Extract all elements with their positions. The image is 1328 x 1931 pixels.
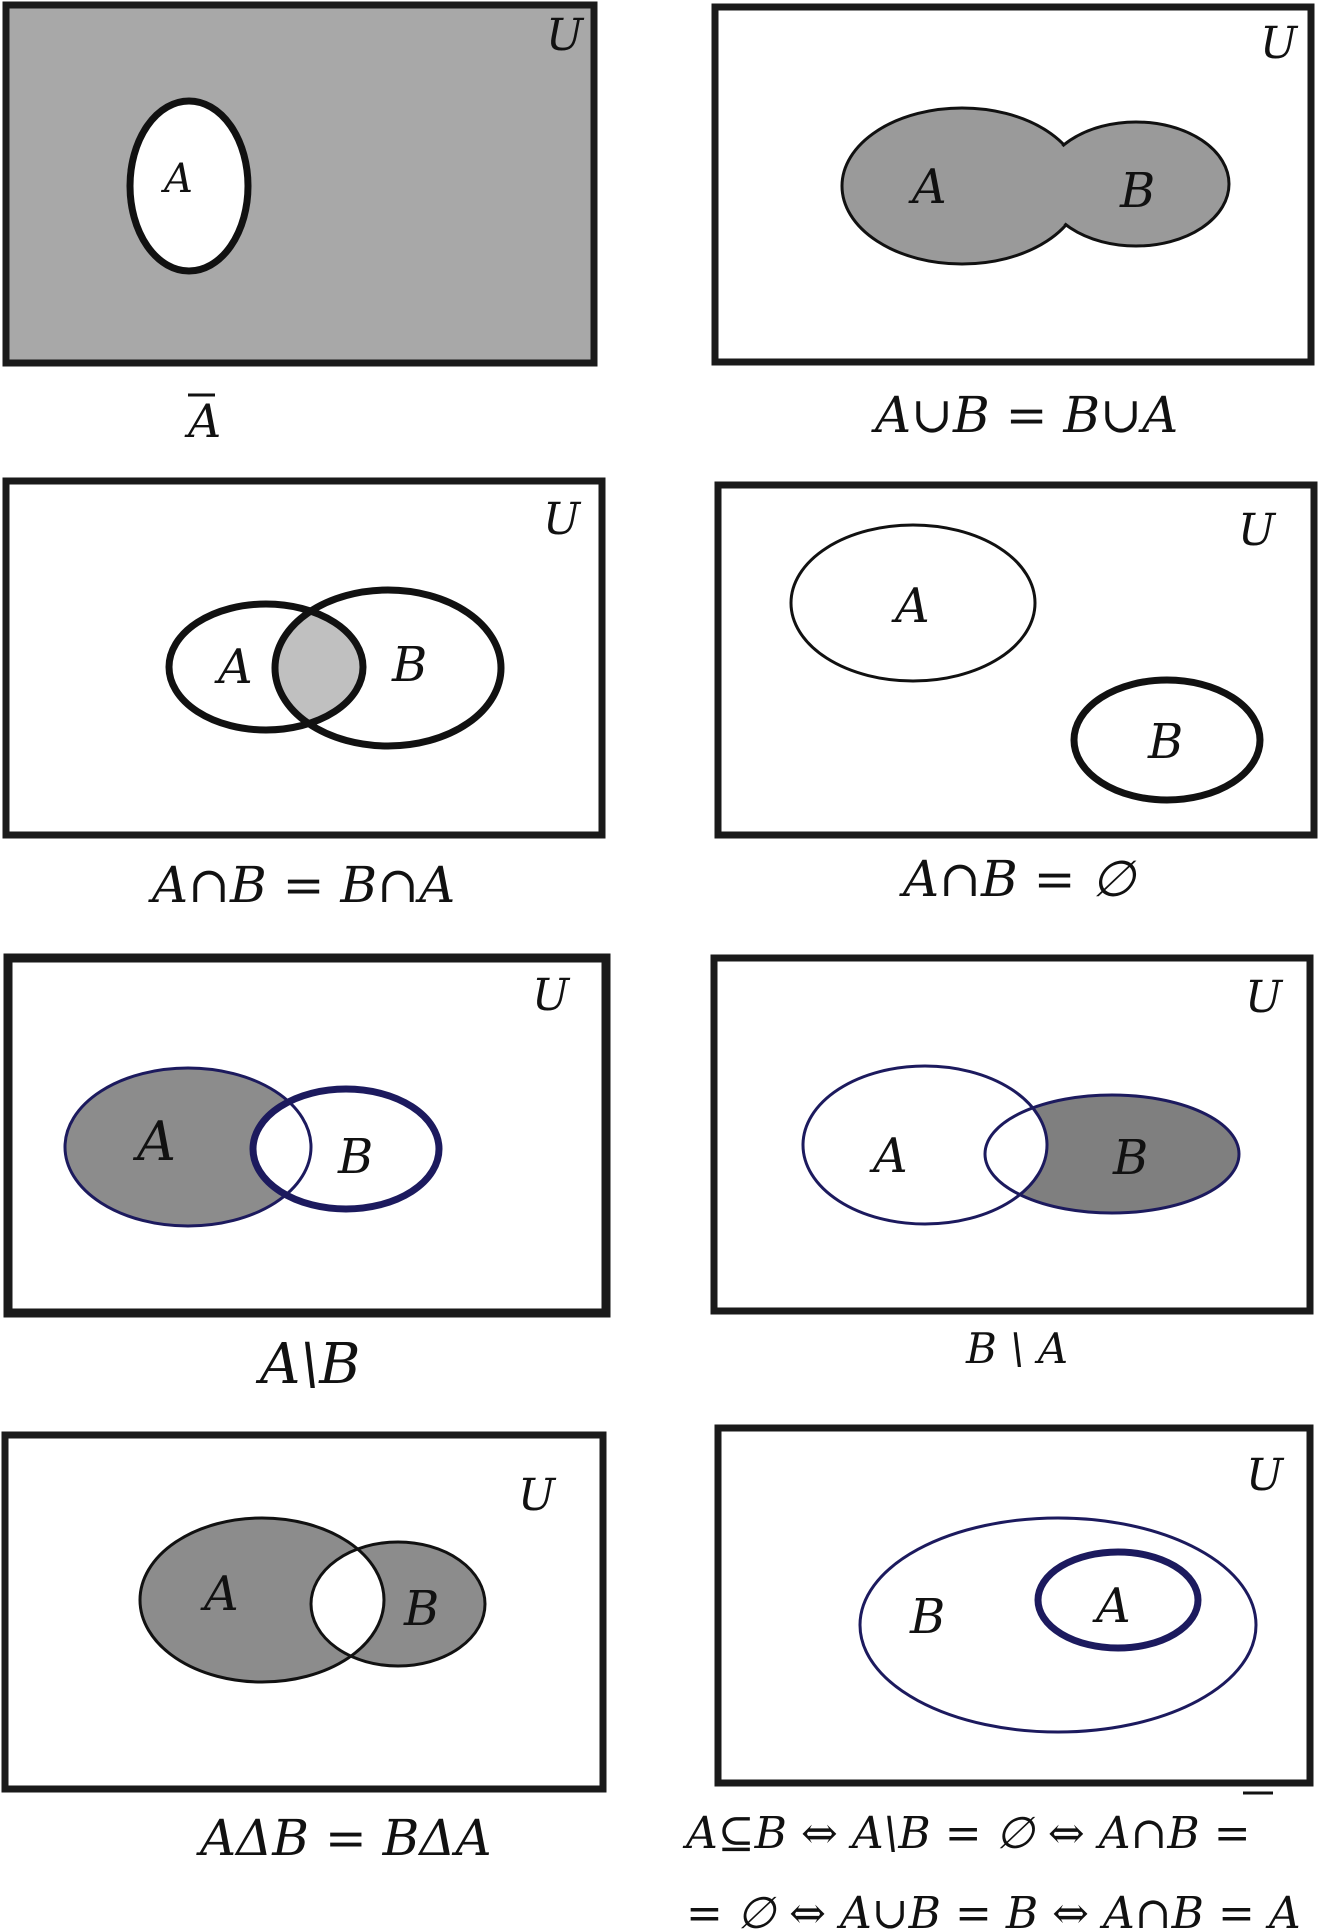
set-a-ellipse: [126, 97, 252, 275]
caption-disjoint: A∩B = ∅: [899, 850, 1137, 908]
universe-label: U: [532, 970, 571, 1021]
difference-fill: [985, 1095, 1239, 1213]
set-b-label: B: [1112, 1130, 1148, 1186]
set-b-ellipse: [983, 1093, 1241, 1215]
caption-subset-line1: A⊆B ⇔ A\B = ∅ ⇔ A∩B =: [682, 1808, 1251, 1859]
universe-rect: [2, 1, 598, 367]
caption-union: A∪B = B∪A: [871, 386, 1178, 444]
caption-intersection: A∩B = B∩A: [148, 856, 455, 914]
set-b-ellipse: [271, 586, 505, 750]
set-b-label: B: [403, 1581, 439, 1637]
universe-label: U: [1246, 1450, 1285, 1501]
panel-b-minus-a: U A B B \ A: [710, 954, 1314, 1373]
caption-symmetric-difference: AΔB = BΔA: [196, 1809, 492, 1867]
union-fill: [844, 110, 1080, 262]
set-b-label: B: [337, 1129, 373, 1185]
set-a-label: A: [214, 639, 253, 695]
panel-union: U A B A∪B = B∪A: [711, 3, 1315, 444]
set-a-ellipse: [1034, 1548, 1202, 1652]
caption-a-minus-b: A\B: [255, 1332, 360, 1397]
set-b-ellipse: [858, 1516, 1258, 1734]
set-b-ellipse: [309, 1540, 487, 1668]
symmetric-difference-fill: [140, 1517, 485, 1683]
set-a-label: A: [160, 156, 193, 202]
caption-subset-line2: = ∅ ⇔ A∪B = B ⇔ A∩B = A: [686, 1888, 1301, 1931]
caption-b-minus-a: B \ A: [965, 1324, 1068, 1373]
set-a-ellipse: [801, 1064, 1049, 1226]
universe-rect: [714, 1424, 1314, 1787]
set-b-label: B: [1147, 714, 1183, 770]
universe-label: U: [1245, 972, 1284, 1023]
difference-fill: [65, 1068, 311, 1226]
set-a-ellipse: [165, 600, 367, 734]
caption-complement: A: [184, 394, 221, 448]
set-b-label: B: [1119, 163, 1155, 219]
set-a-label: A: [200, 1566, 239, 1622]
set-a-label: A: [908, 159, 947, 215]
panel-intersection: U A B A∩B = B∩A: [2, 477, 606, 914]
universe-label: U: [1260, 18, 1299, 69]
set-a-label: A: [891, 578, 930, 634]
set-a-label: A: [1092, 1578, 1131, 1634]
set-a-label: A: [869, 1128, 908, 1184]
set-b-ellipse: [249, 1085, 443, 1213]
set-b-label: B: [391, 637, 427, 693]
set-a-ellipse: [789, 523, 1037, 683]
set-b-label: B: [909, 1589, 945, 1645]
intersection-fill: [275, 604, 363, 730]
set-a-ellipse: [63, 1066, 313, 1228]
universe-label: U: [518, 1470, 557, 1521]
universe-label: U: [543, 494, 582, 545]
set-b-ellipse: [1070, 676, 1264, 804]
panel-symmetric-difference: U A B AΔB = BΔA: [1, 1431, 607, 1867]
panel-a-minus-b: U A B A\B: [3, 953, 611, 1397]
universe-label: U: [546, 10, 585, 61]
universe-label: U: [1238, 505, 1277, 556]
set-a-ellipse: [138, 1516, 386, 1684]
universe-rect: [714, 481, 1318, 839]
panel-complement: U A A: [2, 1, 598, 448]
panel-subset: U B A A⊆B ⇔ A\B = ∅ ⇔ A∩B = = ∅ ⇔ A∪B = …: [682, 1424, 1314, 1931]
set-a-label: A: [132, 1110, 176, 1173]
panel-disjoint: U A B A∩B = ∅: [714, 481, 1318, 908]
